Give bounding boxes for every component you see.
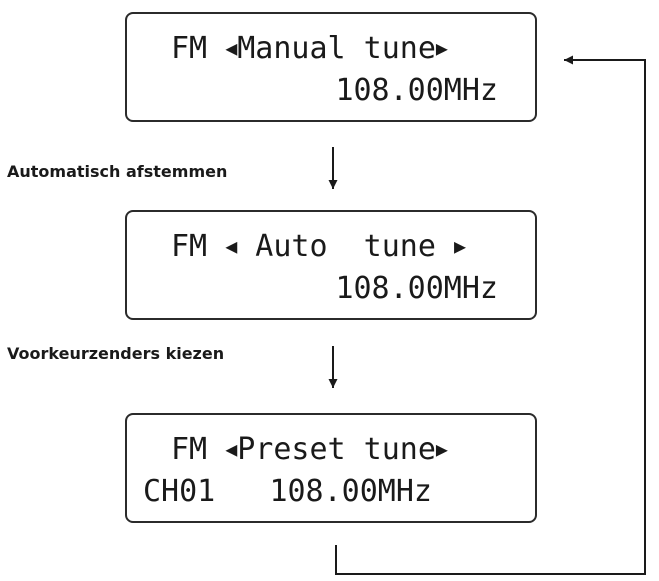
left-triangle-icon: ◀ [225, 437, 238, 461]
lcd-line-1: FM ◀Preset tune▶ [127, 432, 535, 467]
lcd-line-2: CH01 108.00MHz [127, 475, 535, 509]
band-label: FM [171, 229, 208, 264]
tune-mode-label: Manual tune [237, 31, 436, 66]
lcd-line-1: FM ◀ Auto tune ▶ [127, 229, 535, 264]
lcd-line-1: FM ◀Manual tune▶ [127, 31, 535, 66]
band-label: FM [171, 432, 208, 467]
tune-mode-label: Auto tune [237, 229, 454, 264]
right-triangle-icon: ▶ [435, 437, 448, 461]
right-triangle-icon: ▶ [435, 36, 448, 60]
right-triangle-icon: ▶ [453, 234, 467, 258]
band-label: FM [171, 31, 208, 66]
frequency-readout: 108.00MHz [335, 73, 498, 108]
arrow-loop-back-to-manual [335, 55, 646, 575]
frequency-readout: 108.00MHz [335, 271, 498, 306]
left-triangle-icon: ◀ [225, 36, 238, 60]
step-label-auto-tune: Automatisch afstemmen [7, 162, 228, 181]
frequency-readout: 108.00MHz [269, 474, 432, 509]
left-triangle-icon: ◀ [225, 234, 238, 258]
lcd-display-preset-tune: FM ◀Preset tune▶ CH01 108.00MHz [125, 413, 537, 523]
tune-mode-label: Preset tune [237, 432, 436, 467]
lcd-line-2: 108.00MHz [127, 74, 535, 108]
lcd-display-manual-tune: FM ◀Manual tune▶ 108.00MHz [125, 12, 537, 122]
step-label-preset-select: Voorkeurzenders kiezen [7, 344, 225, 363]
lcd-line-2: 108.00MHz [127, 272, 535, 306]
lcd-display-auto-tune: FM ◀ Auto tune ▶ 108.00MHz [125, 210, 537, 320]
preset-channel: CH01 [143, 474, 216, 509]
